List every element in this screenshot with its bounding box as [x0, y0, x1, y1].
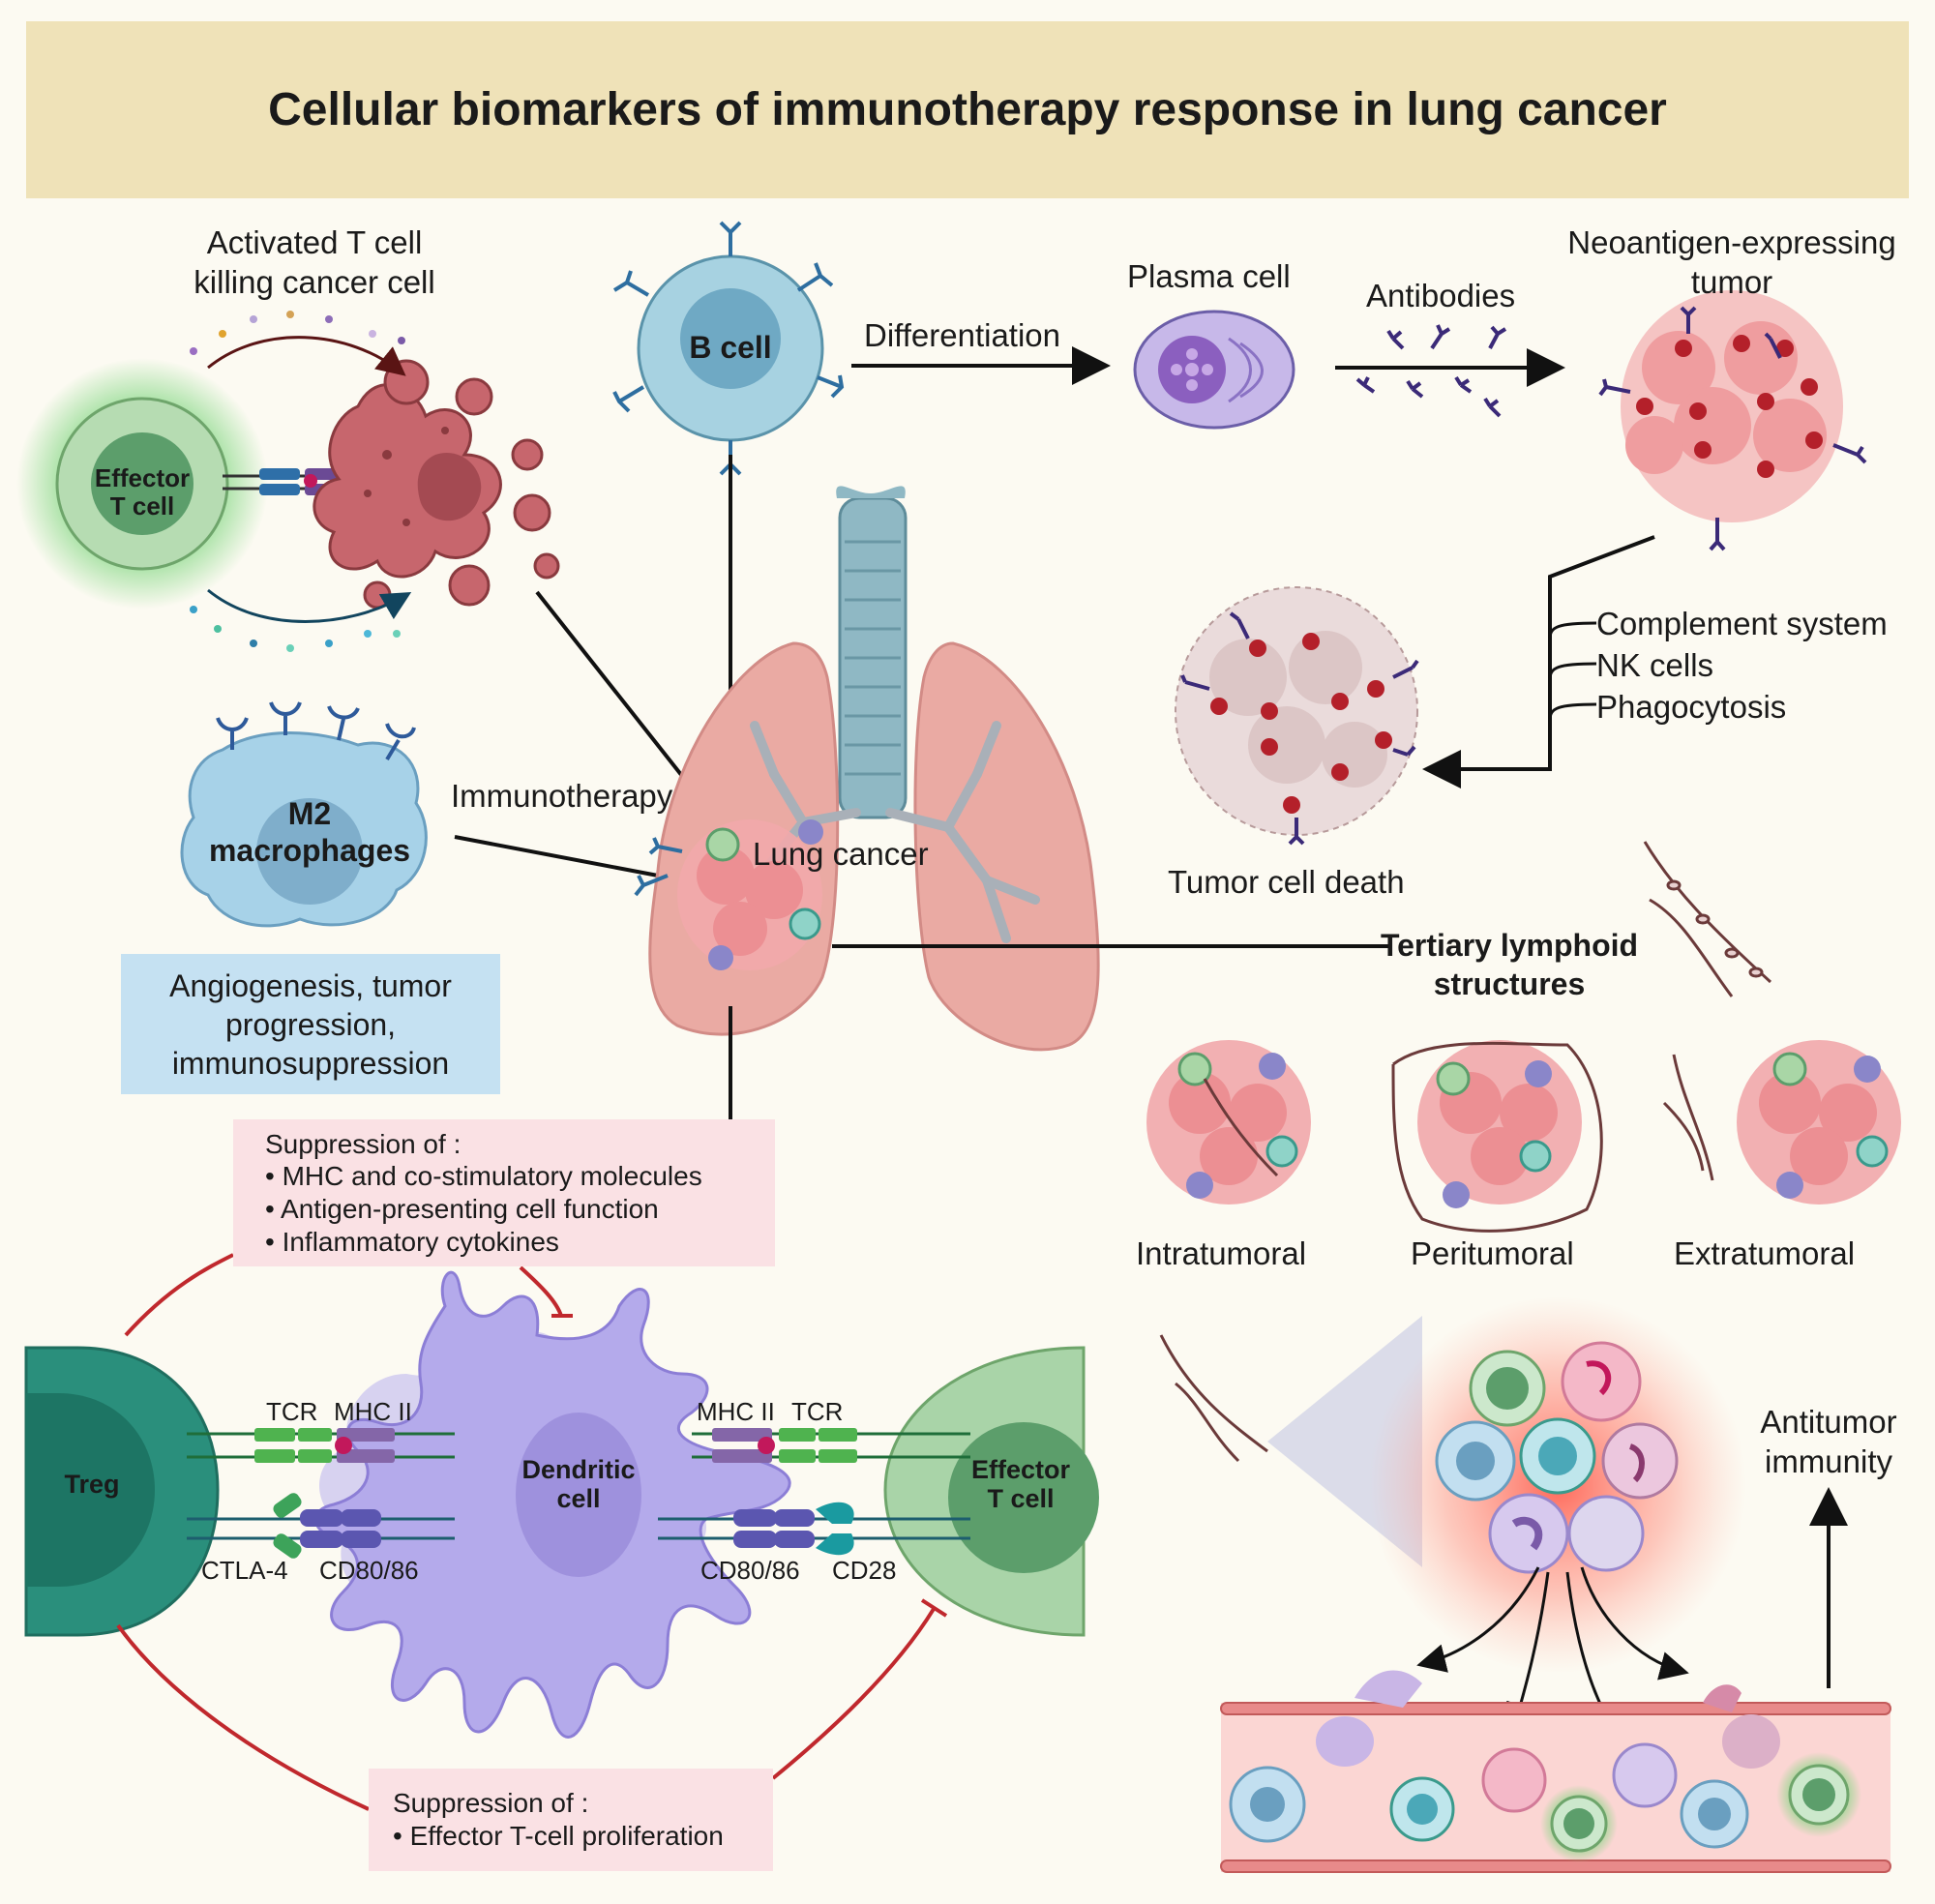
dying-tumor — [1175, 586, 1419, 846]
m2-effect-1: Angiogenesis, tumor — [169, 967, 452, 1003]
tls-immune-cells — [1435, 1341, 1679, 1574]
tls-extratumoral — [1662, 1040, 1901, 1205]
activated-tcell-caption: Activated T cell killing cancer cell — [155, 223, 474, 303]
cd80-right-label: CD80/86 — [700, 1556, 800, 1585]
header-banner — [26, 21, 1909, 198]
connector-macrophage-lung — [454, 835, 659, 878]
tls-peritumoral-label: Peritumoral — [1411, 1235, 1574, 1271]
effector-tcell-top-label: Effector T cell — [84, 464, 200, 520]
effector-synapse-line2: T cell — [987, 1483, 1055, 1513]
dendritic-line1: Dendritic — [521, 1455, 636, 1484]
neoantigen-line2: tumor — [1690, 264, 1773, 301]
lungs — [634, 486, 1100, 1052]
tls-intratumoral-label: Intratumoral — [1136, 1235, 1307, 1271]
tcr-right-label: TCR — [791, 1397, 844, 1426]
effector-t-cell-top — [16, 358, 268, 610]
mechanism-nk-cells: NK cells — [1596, 647, 1714, 683]
neoantigen-tumor-label: Neoantigen-expressing tumor — [1548, 223, 1916, 303]
mechanism-branches — [1548, 621, 1597, 721]
treg-suppression-heading: Suppression of : — [393, 1788, 589, 1819]
treg-dc-receptors — [187, 1428, 455, 1559]
m2-macrophage — [180, 701, 428, 928]
dendritic-line2: cell — [556, 1483, 601, 1513]
tls-line1: Tertiary lymphoid — [1380, 928, 1639, 963]
mhc-right-label: MHC II — [697, 1397, 775, 1426]
m2-effects-box: Angiogenesis, tumor progression, immunos… — [121, 954, 500, 1094]
plasma-cell-label: Plasma cell — [1127, 258, 1291, 294]
neoantigen-tumor — [1598, 290, 1867, 551]
plasma-cell — [1133, 310, 1295, 430]
treg-suppression-item-1: • Effector T-cell proliferation — [393, 1821, 724, 1851]
dc-suppression-item-2: • Antigen-presenting cell function — [265, 1194, 659, 1224]
tls-intratumoral — [1146, 1040, 1311, 1205]
mechanism-complement: Complement system — [1596, 606, 1888, 641]
treg-suppression-box: Suppression of : • Effector T-cell proli… — [369, 1769, 773, 1871]
antitumor-line1: Antitumor — [1760, 1404, 1897, 1440]
suppression-arcs — [116, 1253, 948, 1811]
b-cell-label: B cell — [689, 330, 772, 365]
effector-synapse-line1: Effector — [970, 1455, 1070, 1484]
dc-suppression-box: Suppression of : • MHC and co-stimulator… — [233, 1119, 775, 1266]
tls-extratumoral-label: Extratumoral — [1674, 1235, 1856, 1271]
dc-suppression-item-3: • Inflammatory cytokines — [265, 1226, 559, 1257]
figure-title: Cellular biomarkers of immunotherapy res… — [268, 84, 1667, 135]
tls-label: Tertiary lymphoid structures — [1354, 926, 1664, 1003]
tumor-cell-death-label: Tumor cell death — [1168, 864, 1405, 900]
effector-tcell-top-line2: T cell — [109, 491, 175, 521]
tls-vessel-icon — [1643, 841, 1772, 997]
tls-line2: structures — [1433, 967, 1586, 1001]
immunotherapy-label: Immunotherapy — [451, 778, 673, 814]
b-cell — [612, 221, 845, 476]
dc-suppression-heading: Suppression of : — [265, 1128, 461, 1159]
neoantigen-line1: Neoantigen-expressing — [1567, 224, 1896, 260]
treg-label: Treg — [64, 1470, 120, 1499]
ctla4-label: CTLA-4 — [201, 1556, 288, 1585]
antibodies-icons — [1355, 324, 1507, 418]
antitumor-immunity-label: Antitumor immunity — [1742, 1402, 1916, 1482]
blood-vessel — [1220, 1670, 1891, 1873]
tls-vessel-small — [1159, 1334, 1268, 1463]
antibodies-label: Antibodies — [1366, 278, 1516, 313]
cancer-cell-top — [313, 359, 560, 610]
effector-tcell-synapse-label: Effector T cell — [958, 1455, 1084, 1513]
dc-suppression-item-1: • MHC and co-stimulatory molecules — [265, 1161, 702, 1192]
differentiation-label: Differentiation — [864, 317, 1061, 353]
mhc-left-label: MHC II — [334, 1397, 412, 1426]
cytotoxic-granule-arrows — [190, 311, 412, 652]
m2-effect-2: progression, — [224, 1006, 397, 1042]
tls-peritumoral — [1391, 1040, 1603, 1233]
m2-macrophage-label: M2 macrophages — [194, 795, 426, 870]
activated-tcell-caption-line1: Activated T cell — [206, 224, 423, 260]
activated-tcell-caption-line2: killing cancer cell — [194, 264, 435, 301]
m2-effect-3: immunosuppression — [171, 1045, 450, 1081]
m2-line2: macrophages — [208, 833, 411, 869]
effector-t-cell-synapse — [883, 1346, 1099, 1637]
dendritic-cell — [313, 1270, 791, 1739]
tcr-left-label: TCR — [266, 1397, 318, 1426]
lung-cancer-label: Lung cancer — [753, 836, 929, 872]
cd28-label: CD28 — [832, 1556, 897, 1585]
treg-cell — [24, 1346, 220, 1637]
cd80-left-label: CD80/86 — [319, 1556, 419, 1585]
effector-tcell-top-line1: Effector — [94, 463, 191, 492]
m2-line1: M2 — [287, 796, 332, 831]
antitumor-line2: immunity — [1764, 1443, 1893, 1480]
dc-effector-receptors — [658, 1428, 970, 1556]
dendritic-cell-label: Dendritic cell — [501, 1455, 656, 1513]
mechanism-phagocytosis: Phagocytosis — [1596, 689, 1787, 725]
